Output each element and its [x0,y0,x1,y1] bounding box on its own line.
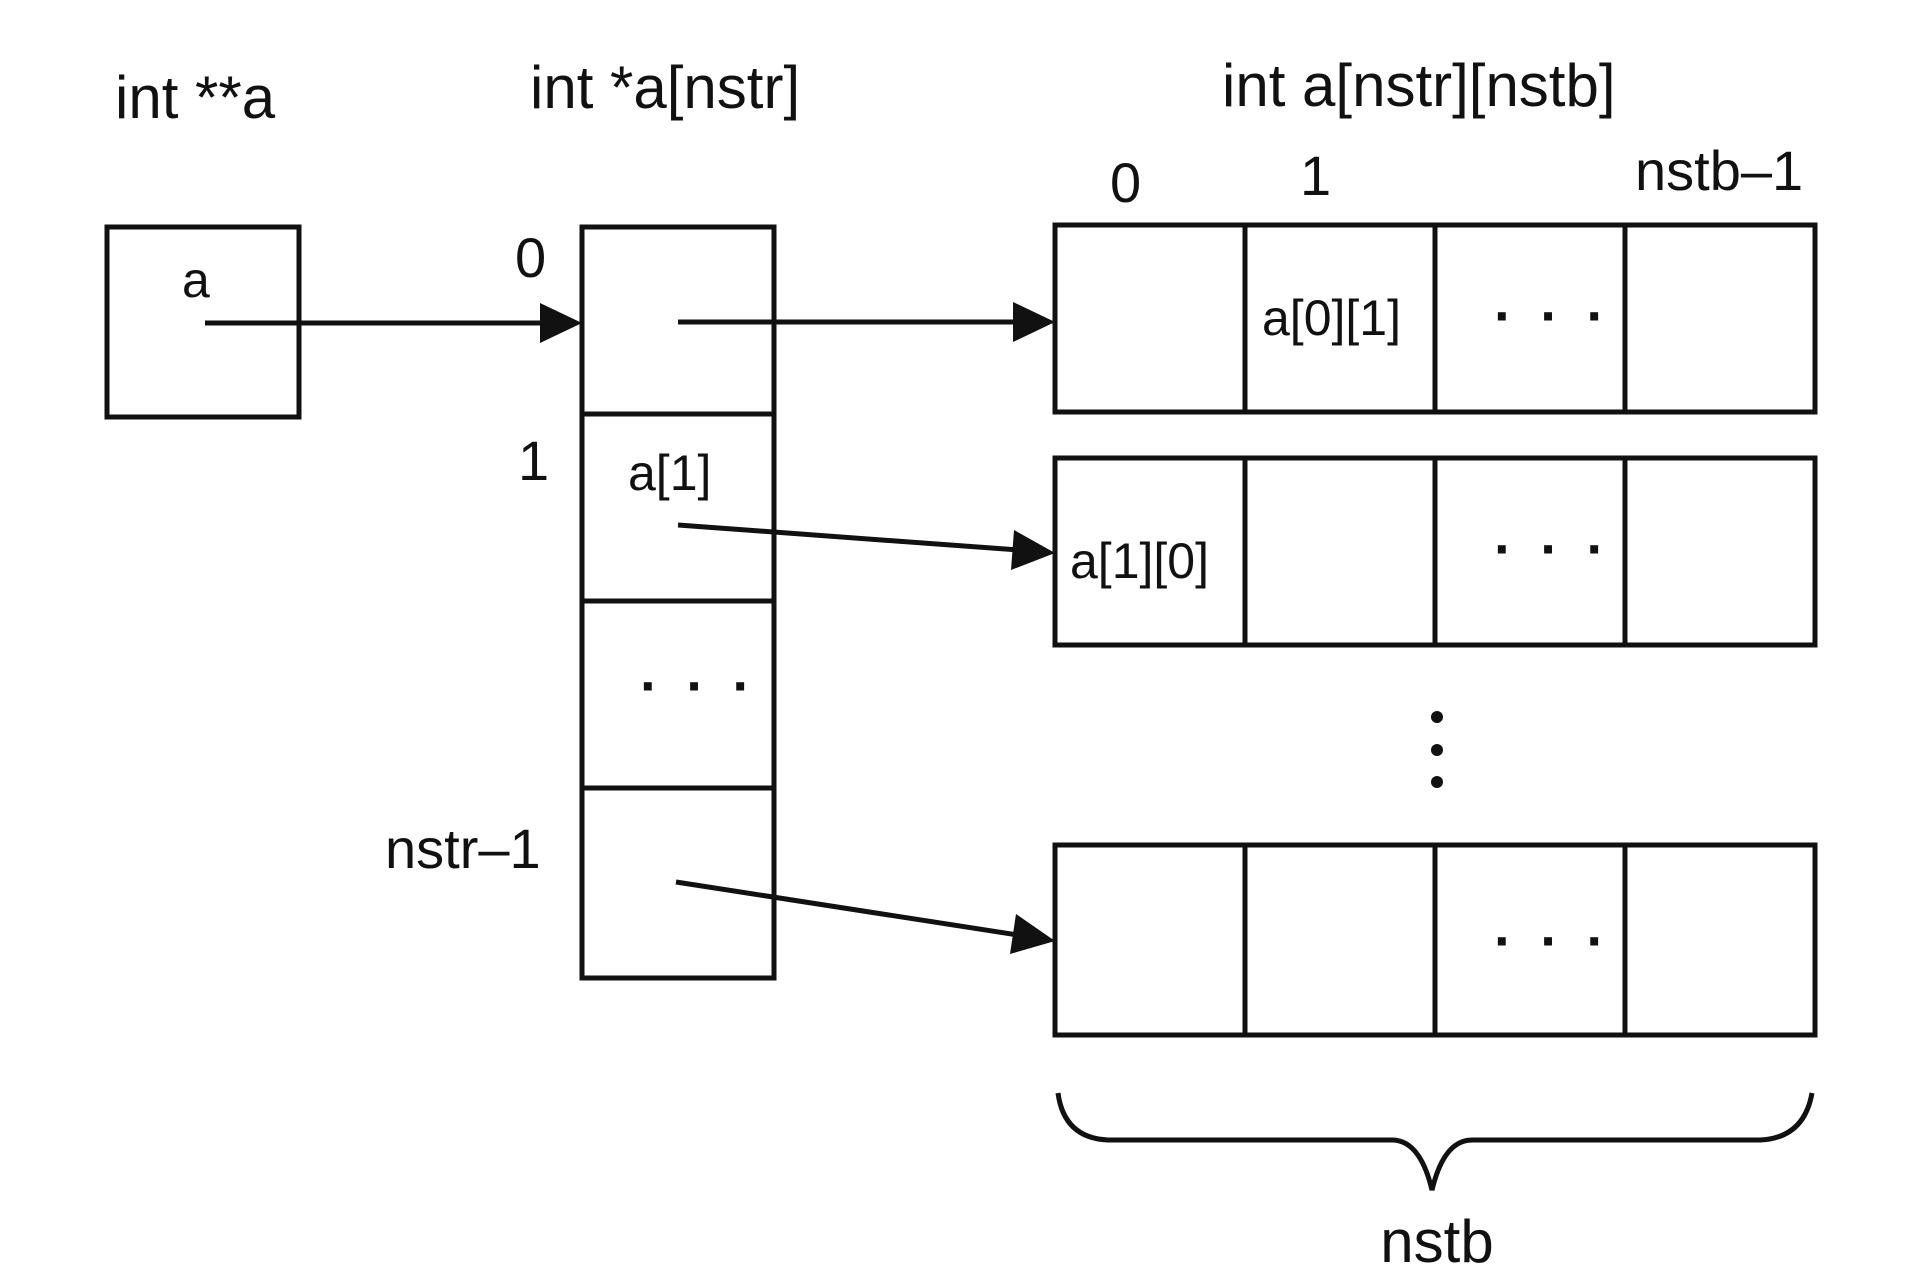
matrix-cell-label: a[1][0] [1070,533,1209,589]
brace-label: nstb [1380,1208,1493,1264]
matrix-cell [1432,455,1628,648]
matrix-row-0: a[0][1] · · · [1052,222,1818,415]
pointer-array-title: int *a[nstr] [530,54,800,121]
arrow-row-1 [677,522,1055,570]
matrix-vertical-ellipsis [1431,711,1443,788]
matrix-cell [1052,842,1248,1038]
pointer-array-index-1: 1 [518,429,549,492]
matrix-column-index-0: 0 [1110,151,1141,214]
matrix-cell [1622,222,1818,415]
pointer-array: a[1] · · · 0 1 nstr–1 [385,224,777,981]
pointer-array-cell-1 [579,411,777,604]
pointer-cell-label: a [182,252,210,308]
matrix-cell [1242,842,1438,1038]
pointer-array-cell-label: a[1] [628,445,711,501]
matrix-row-ellipsis: · · · [1494,517,1611,580]
pointer-array-index-0: 0 [515,226,546,289]
arrow-row-0 [678,302,1055,342]
matrix-cell [1622,455,1818,648]
matrix-row-ellipsis: · · · [1494,284,1611,347]
pointer-title: int **a [115,64,276,131]
matrix-column-index-1: 1 [1300,144,1331,207]
matrix-row-1: a[1][0] · · · [1052,455,1818,648]
matrix-cell-label: a[0][1] [1262,290,1401,346]
matrix-cell [1622,842,1818,1038]
curly-brace [1055,1092,1815,1191]
matrix-cell [1432,222,1628,415]
arrow-row-last [675,879,1055,954]
pointer-array-cell-2 [579,598,777,791]
arrow-pointer-to-array [205,303,582,343]
matrix-cell [1242,222,1438,415]
pointer-array-ellipsis: · · · [640,654,757,717]
matrix-row-ellipsis: · · · [1494,909,1611,972]
matrix-cell [1432,842,1628,1038]
matrix-row-last: · · · [1052,842,1818,1038]
pointer-array-index-last: nstr–1 [385,817,541,880]
matrix-column-index-last: nstb–1 [1635,139,1803,202]
matrix-cell [1242,455,1438,648]
matrix-cell [1052,222,1248,415]
matrix-title: int a[nstr][nstb] [1222,52,1616,119]
